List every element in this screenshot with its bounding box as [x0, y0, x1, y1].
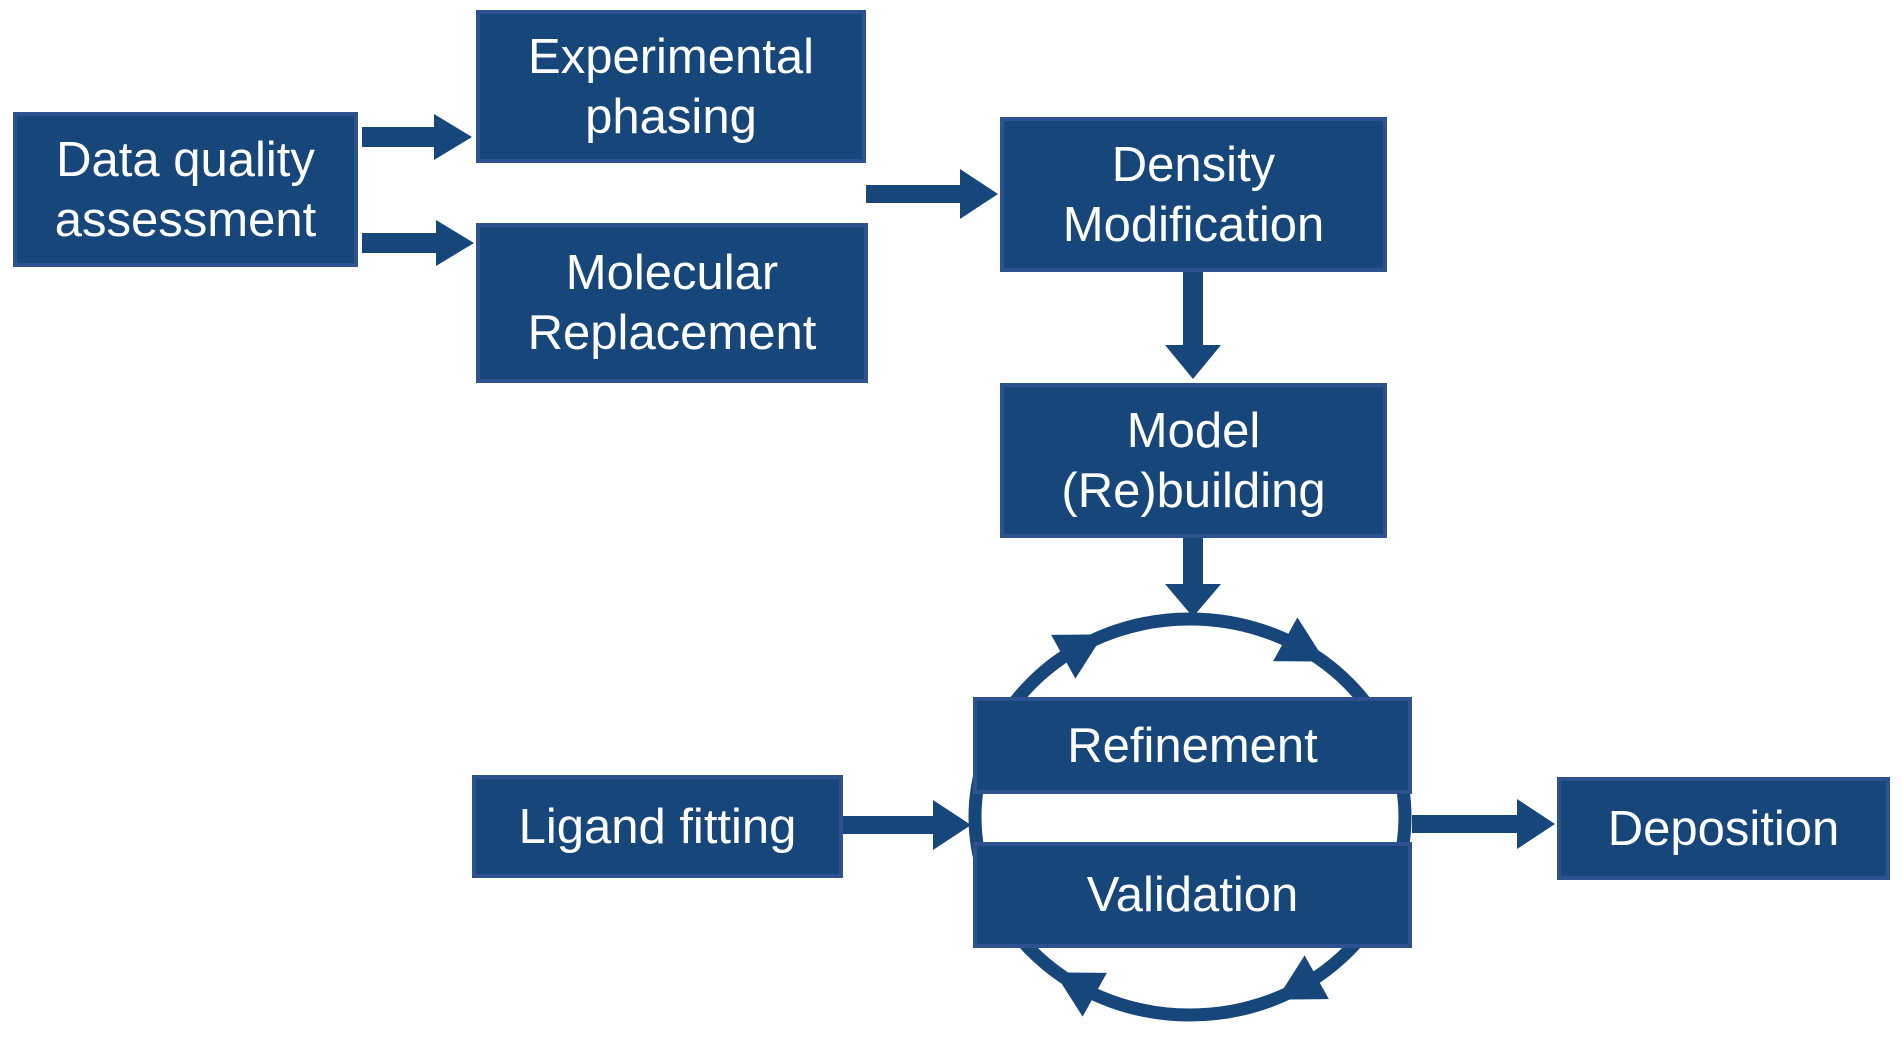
arrow-phasing-to-density: [866, 169, 998, 219]
node-refinement: Refinement: [973, 697, 1412, 794]
arrow-dataquality-to-experimental: [362, 114, 472, 160]
node-molecular-replacement: Molecular Replacement: [476, 223, 868, 383]
node-experimental-phasing: Experimental phasing: [476, 10, 866, 163]
node-data-quality-assessment: Data quality assessment: [13, 112, 358, 267]
cycle-arrowhead-bottom-right: [1264, 955, 1329, 1022]
cycle-arrowhead-top-right: [1273, 617, 1338, 684]
node-density-modification: Density Modification: [1000, 117, 1387, 272]
node-ligand-fitting: Ligand fitting: [472, 775, 843, 878]
cycle-circle-arrow: [968, 612, 1412, 1022]
arrow-dataquality-to-molecular: [362, 220, 474, 266]
arrow-cycle-to-deposition: [1412, 799, 1555, 849]
arrow-model-to-cycle: [1165, 538, 1221, 617]
arrow-ligand-to-cycle: [843, 800, 971, 850]
cycle-arrowhead-bottom-left: [1042, 950, 1107, 1017]
node-validation: Validation: [973, 842, 1412, 948]
node-model-rebuilding: Model (Re)building: [1000, 383, 1387, 538]
node-deposition: Deposition: [1557, 777, 1890, 880]
cycle-arrowhead-top-left: [1051, 612, 1116, 679]
arrow-density-to-model: [1165, 272, 1221, 379]
